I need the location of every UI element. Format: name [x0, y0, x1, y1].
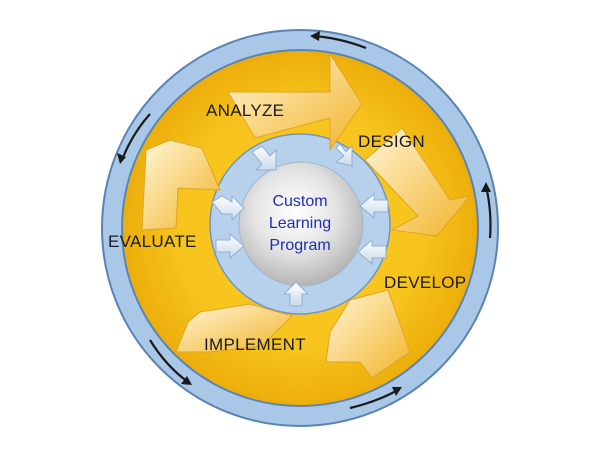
stage-arrow-icon — [364, 127, 472, 237]
stage-label-develop: DEVELOP — [384, 273, 466, 292]
inward-arrow-icon — [282, 281, 310, 307]
stage-arrow-icon — [227, 52, 363, 152]
stage-label-analyze: ANALYZE — [206, 101, 284, 120]
stage-arrow-icon — [175, 303, 293, 353]
outer-cycle-arrow-icon — [120, 113, 151, 161]
center-disc — [238, 161, 364, 287]
outer-cycle-arrow-icon — [392, 387, 402, 396]
stage-arrow-icon — [325, 289, 411, 379]
inward-arrows — [211, 143, 389, 307]
outer-cycle-arrow-icon — [481, 182, 491, 192]
inward-arrow-icon — [357, 238, 387, 266]
center-label-line-3: Program — [269, 237, 330, 254]
inward-arrow-icon — [251, 145, 277, 171]
stage-arrow-icon — [141, 139, 221, 231]
inward-arrow-icon — [359, 192, 389, 220]
inward-arrow-icon — [215, 232, 245, 260]
center-label-line-1: Custom — [272, 193, 327, 210]
outer-cycle-arrow-icon — [117, 153, 126, 164]
outer-cycle-arrow-icon — [149, 339, 189, 383]
inward-arrow-icon — [334, 143, 353, 167]
center-label-line-2: Learning — [269, 215, 331, 232]
outer-cycle-arrowheads — [117, 31, 491, 396]
stage-arrows — [141, 52, 472, 379]
outer-cycle-arrow-icon — [310, 31, 320, 41]
inward-arrow-icon — [211, 194, 245, 222]
stage-label-implement: IMPLEMENT — [204, 335, 306, 354]
stage-label-evaluate: EVALUATE — [108, 232, 197, 251]
stage-label-design: DESIGN — [358, 132, 425, 151]
outer-cycle-arrow-icon — [181, 376, 192, 385]
